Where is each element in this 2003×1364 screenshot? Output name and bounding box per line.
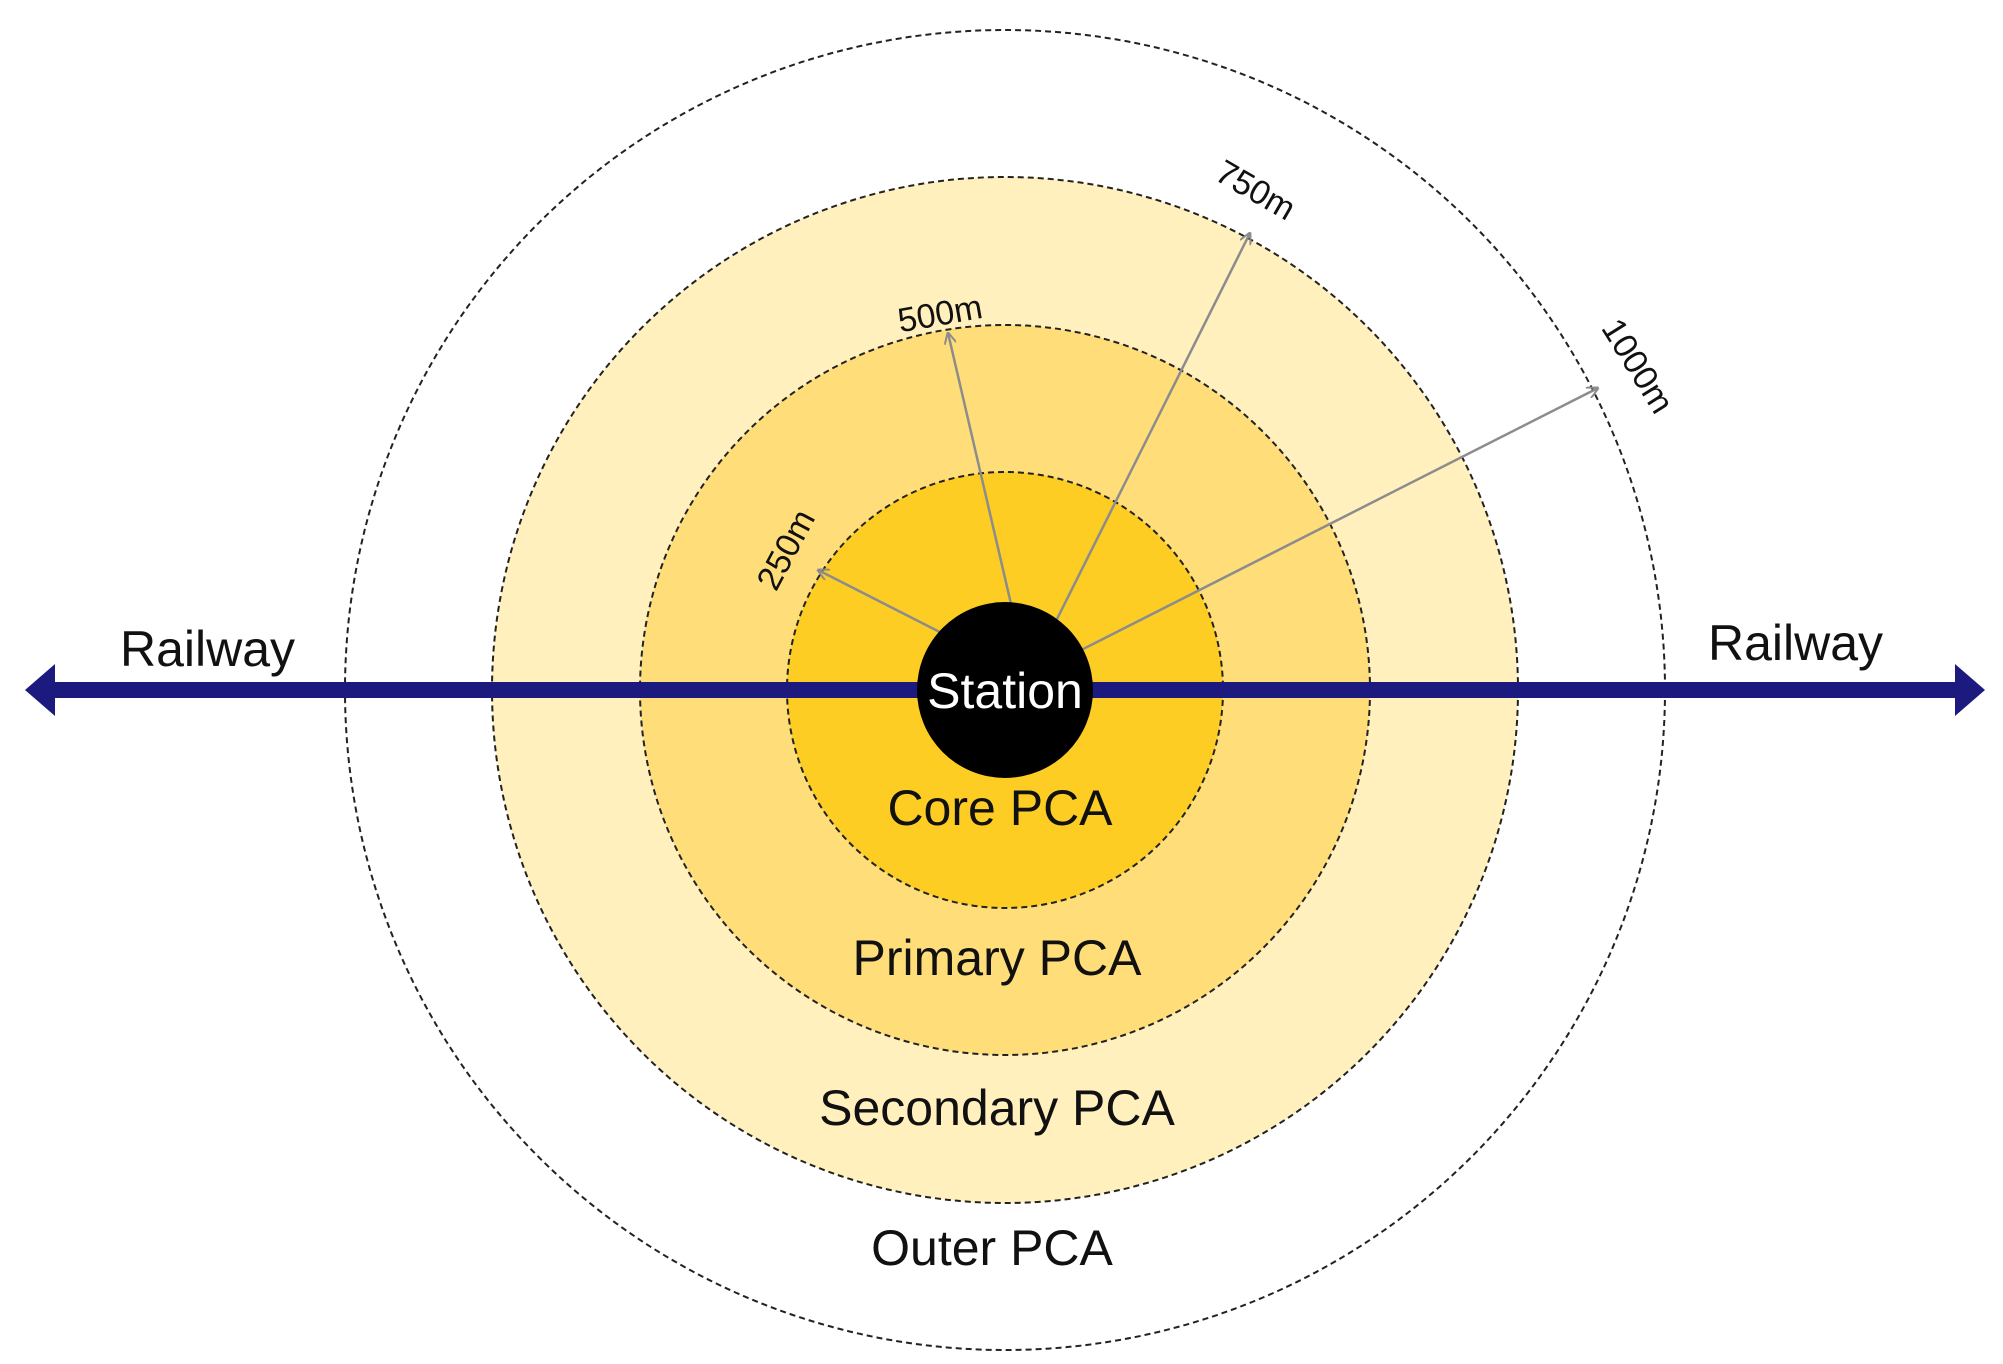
primary-pca-label: Primary PCA xyxy=(853,930,1143,986)
secondary-pca-label: Secondary PCA xyxy=(819,1080,1175,1136)
radius-arrow-750m xyxy=(1026,233,1250,678)
core-pca-label: Core PCA xyxy=(887,780,1113,836)
radius-label-1000m: 1000m xyxy=(1594,312,1681,420)
station-marker xyxy=(917,602,1093,778)
station-label: Station xyxy=(927,663,1083,719)
outer-pca-label: Outer PCA xyxy=(871,1220,1113,1276)
railway-left-label: Railway xyxy=(120,621,295,677)
railway-left-arrowhead xyxy=(25,664,55,716)
radius-arrow-1000m xyxy=(1027,388,1598,679)
railway-right-label: Railway xyxy=(1708,615,1883,671)
railway-right-arrowhead xyxy=(1955,664,1985,716)
